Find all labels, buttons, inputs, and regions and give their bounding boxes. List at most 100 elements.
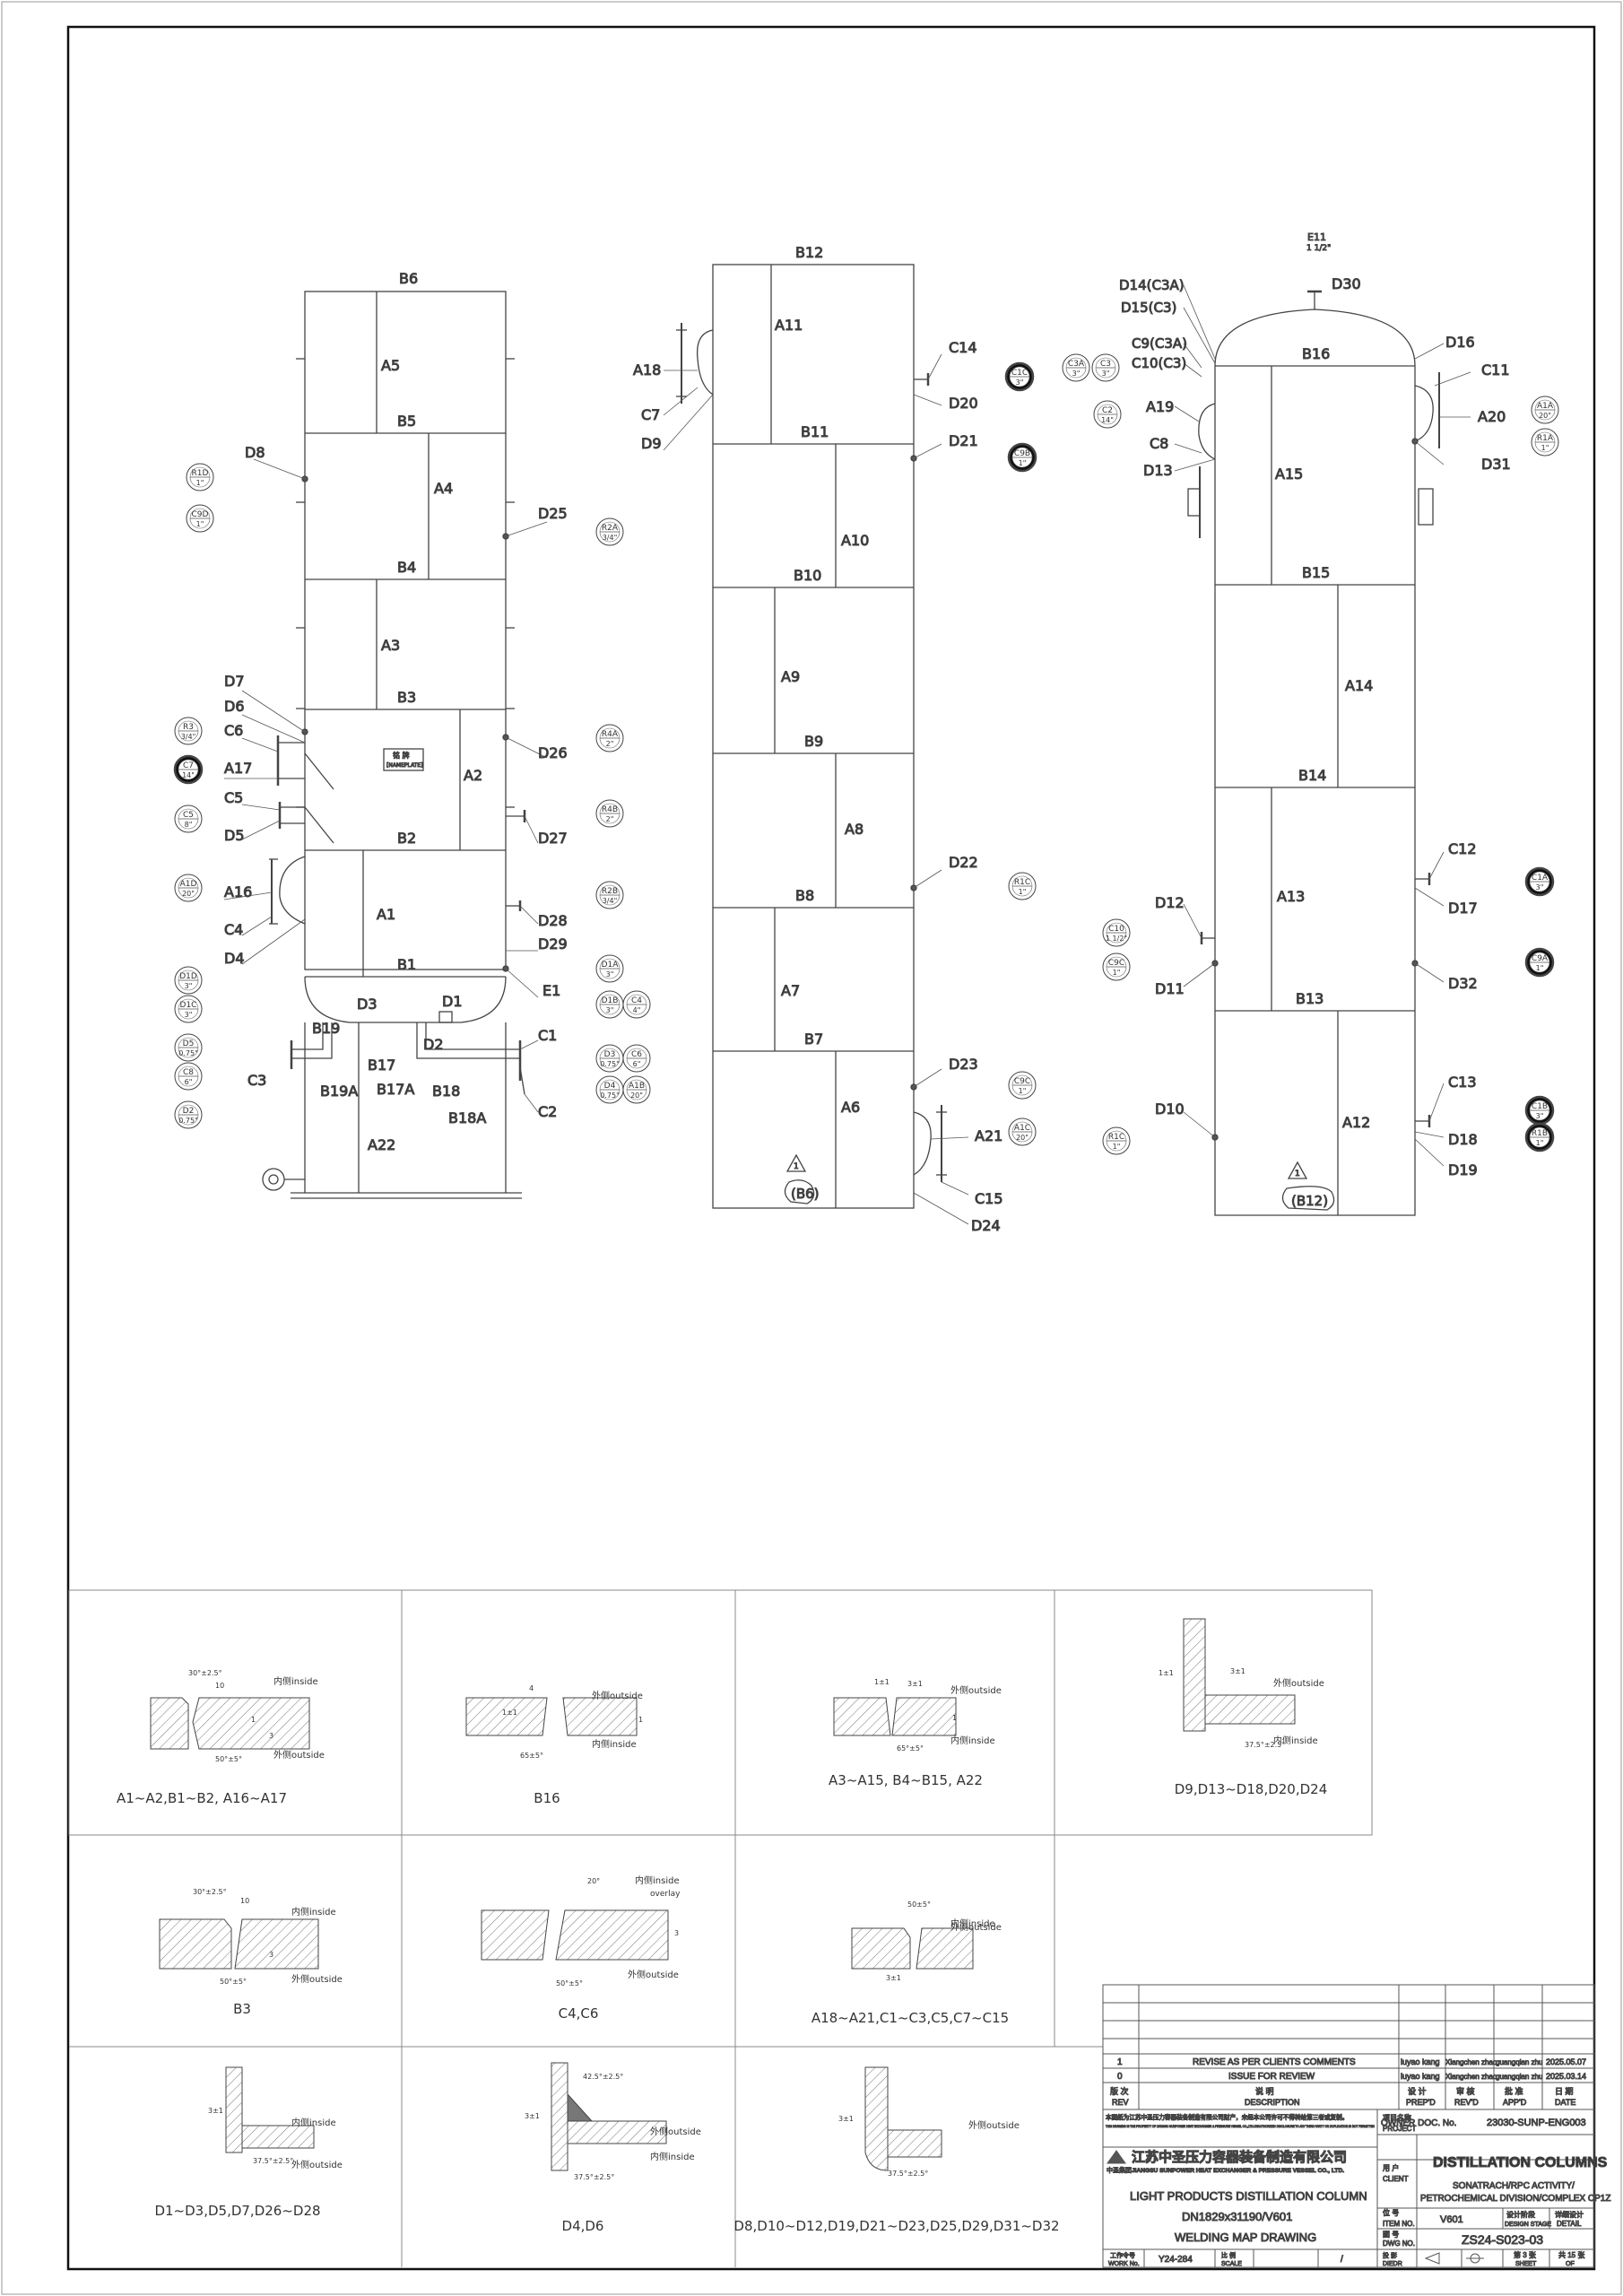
- bubble-tag: C10: [1108, 925, 1124, 934]
- weld-dimension: 10: [215, 1682, 224, 1690]
- work-label: 工作令号: [1110, 2251, 1135, 2259]
- bubble-size: 1": [1541, 444, 1549, 452]
- bubble-tag: R4A: [602, 730, 619, 739]
- client-line-2: PETROCHEMICAL DIVISION/COMPLEX CP1Z: [1420, 2194, 1610, 2204]
- scale-label: SCALE: [1221, 2261, 1242, 2267]
- inside-note: 内侧inside: [650, 2151, 695, 2162]
- nozzle-label: C13: [1448, 1074, 1477, 1091]
- bubble-tag: R1C: [1014, 878, 1030, 887]
- detail-caption: D9,D13~D18,D20,D24: [1175, 1781, 1328, 1797]
- outside-note: 外侧outside: [650, 2126, 701, 2137]
- outside-note: 外侧outside: [1273, 1677, 1324, 1689]
- design-stage: DETAIL: [1557, 2220, 1582, 2228]
- rev-number: 1: [1117, 2057, 1123, 2067]
- nozzle-bubble: D30.75": [595, 1044, 624, 1073]
- inside-note: 内侧inside: [950, 1918, 995, 1929]
- stage-label: 设计阶段: [1506, 2210, 1535, 2219]
- weld-dimension: 20°: [587, 1877, 600, 1885]
- nozzle-label: D27: [538, 830, 568, 847]
- weld-dimension: 37.5°±2.5°: [253, 2157, 293, 2165]
- bubble-tag: A1B: [629, 1082, 645, 1091]
- nozzle-label: D1: [442, 993, 463, 1010]
- nozzle-label: D22: [949, 854, 978, 871]
- weld-dimension: 65°±5°: [897, 1744, 924, 1752]
- weld-dimension: 3±1: [208, 2107, 223, 2115]
- weld-dimension: 50°±5°: [215, 1755, 242, 1763]
- nozzle-bubble: C58": [174, 804, 203, 833]
- dwg-no-label: DWG NO.: [1383, 2239, 1415, 2248]
- nozzle-label: D3: [357, 996, 378, 1013]
- bubble-size: 1": [1536, 1139, 1544, 1147]
- nozzle-label: D11: [1155, 980, 1185, 997]
- seam-label: B15: [1302, 564, 1330, 581]
- bubble-tag: D1B: [602, 996, 619, 1005]
- outside-note: 外侧outside: [592, 1690, 643, 1701]
- drawing-border: [66, 25, 1596, 2271]
- bubble-tag: A1D: [180, 880, 197, 889]
- reference-tag: (B6): [791, 1186, 820, 1202]
- bubble-size: 1": [196, 520, 204, 528]
- item-no-label: 位 号: [1383, 2208, 1399, 2217]
- nozzle-label: C10(C3): [1132, 355, 1186, 371]
- bubble-tag: C3A: [1068, 360, 1085, 369]
- item-no: V601: [1440, 2214, 1463, 2225]
- seam-label: A4: [434, 480, 453, 497]
- header-revd: 审 核: [1456, 2086, 1475, 2096]
- inside-note: 内侧inside: [635, 1874, 680, 1886]
- weld-dimension: 1±1: [874, 1678, 890, 1686]
- bubble-size: 3": [1102, 370, 1110, 378]
- bubble-size: 3": [606, 1006, 614, 1014]
- nozzle-label: C2: [538, 1103, 557, 1120]
- weld-dimension: 3±1: [838, 2115, 854, 2123]
- nozzle-label: D15(C3): [1121, 300, 1176, 316]
- header-date: DATE: [1555, 2098, 1575, 2107]
- nozzle-label: D10: [1155, 1100, 1185, 1118]
- nozzle-label: B19: [312, 1020, 340, 1037]
- seam-label: B6: [399, 270, 418, 287]
- seam-label: A11: [775, 317, 803, 334]
- nozzle-bubble: C66": [622, 1044, 651, 1073]
- bubble-tag: C5: [183, 811, 194, 820]
- bubble-size: 20": [182, 890, 195, 898]
- bubble-tag: C9C: [1014, 1077, 1030, 1086]
- detail-caption: C4,C6: [559, 2005, 599, 2022]
- nameplate-text: [NAMEPLATE]: [386, 762, 422, 769]
- bubble-tag: R1D: [192, 469, 209, 478]
- seam-label: A15: [1275, 465, 1303, 483]
- nozzle-label: D2: [423, 1036, 444, 1053]
- seam-label: B8: [795, 887, 814, 904]
- nozzle-label: D32: [1448, 975, 1478, 992]
- seam-label: A1: [377, 906, 395, 923]
- dwg-no-label: 图 号: [1383, 2231, 1399, 2239]
- nozzle-label: C14: [949, 339, 977, 356]
- bubble-size: 20": [630, 1091, 643, 1100]
- header-prep: 设 计: [1408, 2086, 1427, 2096]
- weld-dimension: 3: [269, 1732, 273, 1740]
- nozzle-bubble: D50.75": [174, 1033, 203, 1062]
- nozzle-label: A20: [1478, 408, 1506, 425]
- item-title: LIGHT PRODUCTS DISTILLATION COLUMN: [1130, 2189, 1367, 2203]
- nozzle-label: D17: [1448, 900, 1478, 917]
- bubble-tag: A1A: [1537, 402, 1554, 411]
- outside-note: 外侧outside: [291, 2159, 343, 2170]
- weld-detail-grid: [68, 1589, 1373, 2267]
- weld-dimension: 65±5°: [520, 1752, 543, 1760]
- header-appd: 批 准: [1505, 2086, 1523, 2096]
- revision-marker: 1: [1295, 1170, 1300, 1178]
- nozzle-label: D12: [1155, 894, 1185, 911]
- bubble-size: 1": [196, 479, 204, 487]
